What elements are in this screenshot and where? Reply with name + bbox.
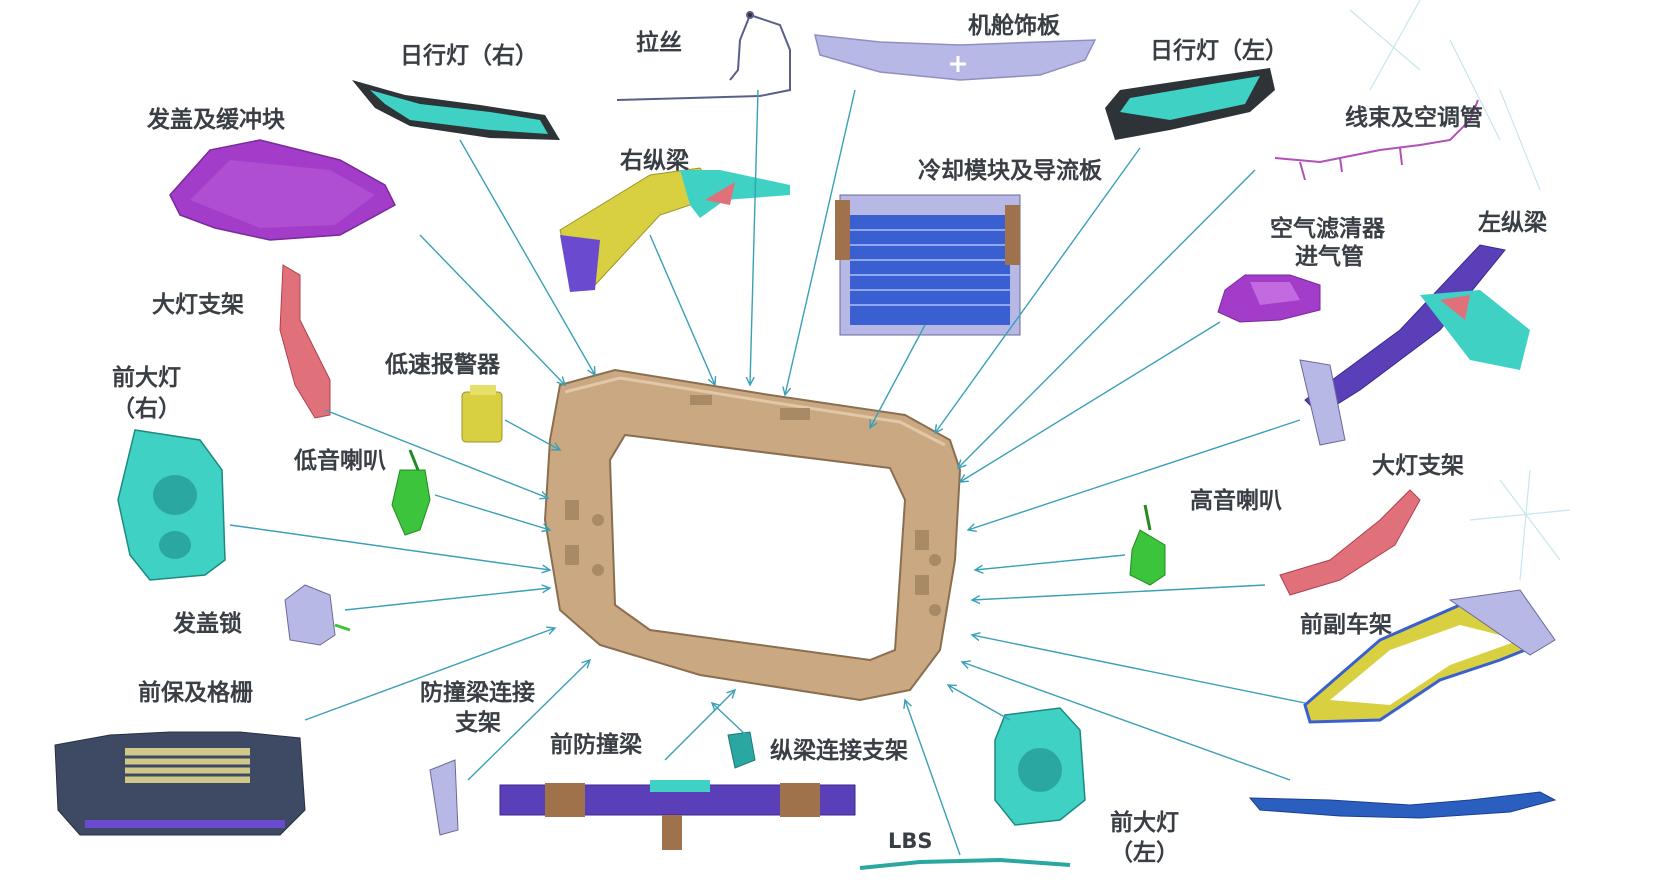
leader-hood-lock [344,588,550,611]
component-bumper-underplate [1248,791,1557,819]
label-subframe: 前副车架 [1300,611,1392,638]
leader-cabin-trim [785,89,856,395]
label-air-filter-line1: 空气滤清器 [1270,215,1386,242]
frame-top-ridge [564,376,946,447]
leader-cooling [870,324,926,428]
component-left-rail [1299,244,1530,446]
component-low-speed-alarm [461,385,503,443]
leader-drl-left [935,147,1141,433]
component-drl-right [352,80,560,140]
label-treble-horn: 高音喇叭 [1190,487,1282,514]
component-headlamp-left [994,707,1086,826]
component-crash-bracket [429,759,459,836]
component-bumper-grille [54,731,306,836]
component-hood [169,139,396,241]
label-hood: 发盖及缓冲块 [146,106,285,133]
component-cabin-trim [814,34,1097,81]
radiator-support-frame [543,368,962,702]
label-lamp-bracket-left: 大灯支架 [1372,453,1464,479]
leader-bass-horn [434,494,550,530]
leader-low-speed-alarm [504,419,560,450]
frame-holes [565,395,941,616]
component-headlamp-right [117,429,226,581]
component-air-filter [1217,274,1321,323]
label-headlamp-left-line2: （左） [1110,839,1179,866]
label-crash-beam: 前防撞梁 [550,731,642,758]
label-bass-horn: 低音喇叭 [293,447,386,474]
leader-treble-horn [975,554,1126,570]
label-crash-bracket-line2: 支架 [454,710,501,736]
component-rail-bracket [727,731,756,769]
component-pull-wire [616,11,791,101]
label-drl-left: 日行灯（左） [1150,37,1288,64]
component-lbs [859,857,1071,870]
leader-subframe [972,635,1306,704]
leader-lines [229,89,1306,856]
label-air-filter-line2: 进气管 [1295,243,1364,270]
label-headlamp-right-line2: （右） [112,395,181,422]
leader-lamp-bracket-l [972,584,1266,600]
component-right-rail [559,167,790,292]
label-headlamp-left-line1: 前大灯 [1110,809,1179,836]
leader-crash-bracket [467,660,590,781]
leader-drl-right [459,139,595,375]
background-decoration [1349,0,1571,581]
leader-rail-bracket [712,703,749,738]
frame-opening [608,433,907,662]
label-hood-lock: 发盖锁 [172,610,242,637]
leader-harness [958,169,1256,468]
label-cabin-trim: 机舱饰板 [968,12,1061,39]
leader-bumper-under [962,662,1291,781]
leader-bumper-grille [304,628,555,721]
component-lamp-bracket-right [279,264,331,419]
leader-right-rail-a [649,234,715,385]
component-drl-left [1105,68,1275,140]
leader-left-rail [968,419,1301,530]
label-pull-wire: 拉丝 [636,29,682,56]
leader-hood [419,234,565,385]
leader-lamp-bracket-r [324,409,548,498]
component-hood-lock [284,584,351,646]
leader-lbs [905,700,961,856]
component-subframe [1303,589,1556,724]
label-crash-bracket-line1: 防撞梁连接 [420,679,535,706]
component-harness [1274,99,1479,181]
label-right-rail: 右纵梁 [620,147,689,174]
label-cooling: 冷却模块及导流板 [918,157,1103,184]
component-lamp-bracket-left [1279,489,1421,596]
leader-pull-wire [750,89,759,385]
leader-crash-beam [664,690,735,761]
label-lbs: LBS [888,829,933,853]
label-headlamp-right-line1: 前大灯 [112,364,181,391]
leader-headlamp-l [948,685,1011,721]
leader-headlamp-r [229,524,550,570]
label-drl-right: 日行灯（右） [400,42,538,69]
label-low-speed-alarm: 低速报警器 [384,351,501,378]
label-bumper-grille: 前保及格栅 [138,679,253,706]
component-cooling-module [835,194,1021,336]
component-crash-beam [499,780,856,850]
label-harness: 线束及空调管 [1345,104,1483,131]
leader-air-filter [960,321,1221,482]
label-rail-bracket: 纵梁连接支架 [770,737,908,764]
labels: 日行灯（右） 拉丝 机舱饰板 日行灯（左） 发盖及缓冲块 右纵梁 冷却模块及导流… [112,12,1547,866]
component-treble-horn [1129,504,1166,586]
label-lamp-bracket-right: 大灯支架 [152,292,244,318]
label-left-rail: 左纵梁 [1478,210,1547,236]
component-bass-horn [391,449,431,536]
